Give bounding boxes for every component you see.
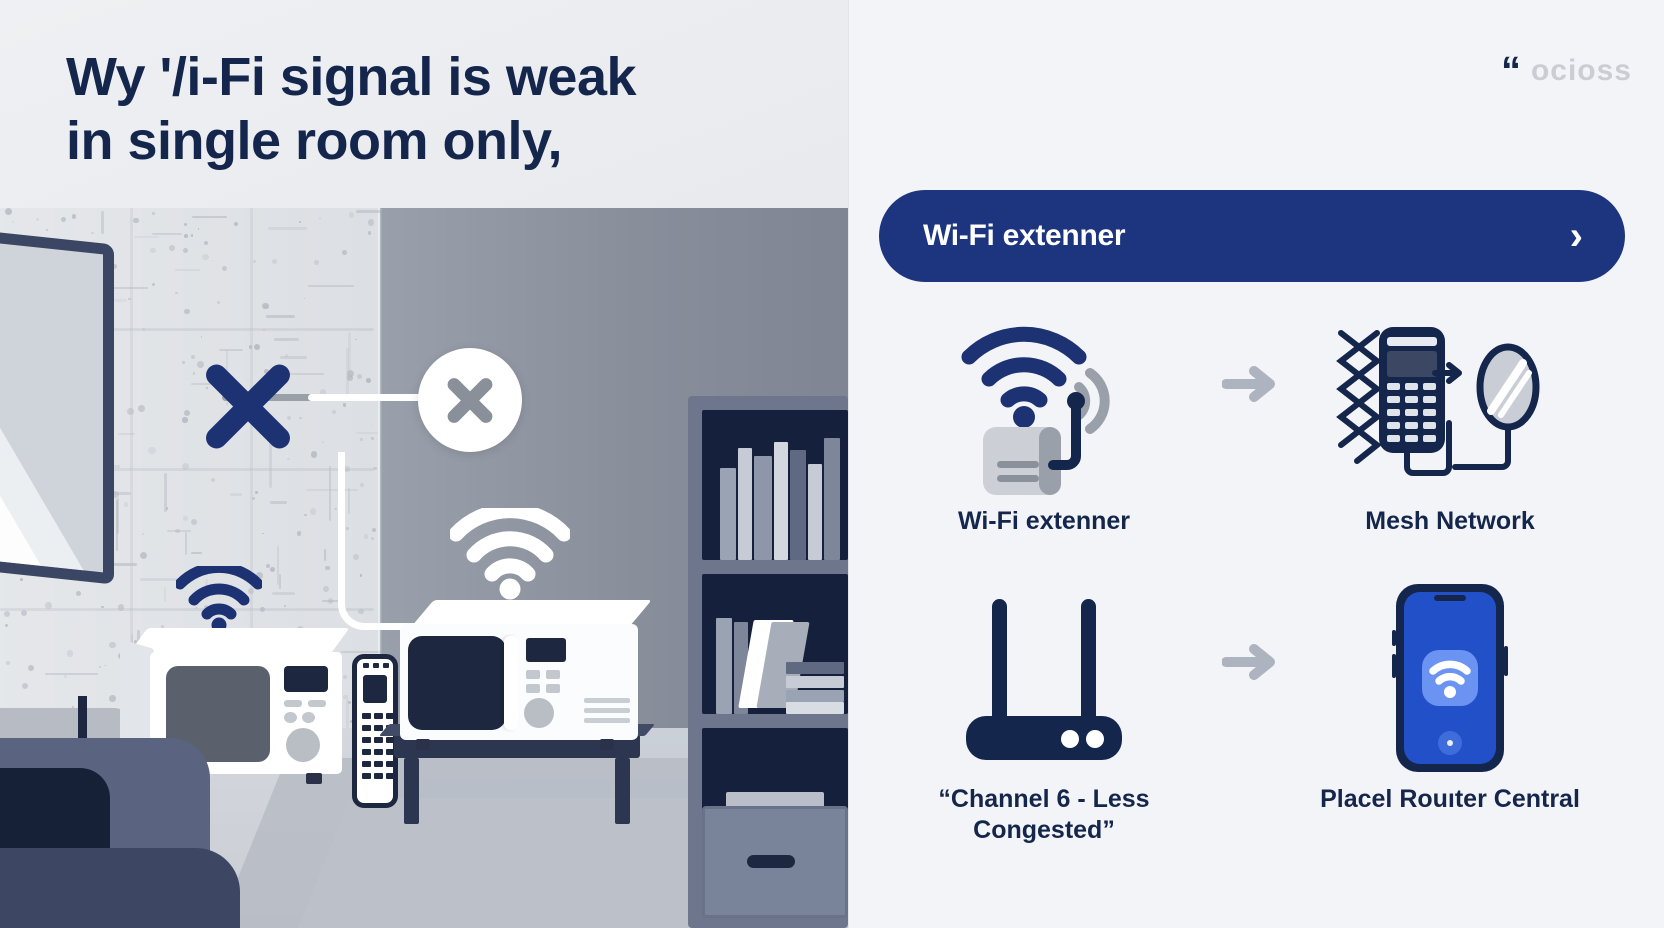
- right-content-panel: “ ocioss Wi-Fi extenner ›: [848, 0, 1664, 928]
- circle-x-badge: [418, 348, 522, 452]
- microwave-left-body: [150, 652, 342, 784]
- microwave-right-display: [526, 638, 566, 662]
- router-antenna-icon: [879, 578, 1209, 778]
- card-mesh-network-label: Mesh Network: [1365, 507, 1535, 535]
- card-wifi-extender-label: Wi-Fi extenner: [957, 507, 1131, 535]
- microwave-left-knob: [286, 728, 320, 762]
- microwave-left-top: [128, 628, 350, 654]
- smartphone-wifi-icon: [1285, 578, 1615, 778]
- brand-wordmark: ocioss: [1530, 54, 1632, 87]
- wifi-signal-white: [448, 503, 572, 605]
- microwave-left: [78, 628, 350, 792]
- hero-pill-button[interactable]: Wi-Fi extenner ›: [879, 190, 1625, 282]
- drawer-pull: [747, 855, 795, 868]
- microwave-right-door: [408, 636, 506, 730]
- stand-leg-right: [615, 758, 630, 824]
- card-router-channel-label: “Channel 6 - Less Congested”: [938, 785, 1150, 845]
- wall-tv: [0, 223, 114, 585]
- quote-icon: “: [1500, 49, 1521, 93]
- hero-pill-label: Wi-Fi extenner: [923, 219, 1126, 252]
- microwave-right: [400, 600, 652, 750]
- wifi-signal-navy: [174, 561, 264, 637]
- microwave-right-handle: [504, 636, 518, 730]
- card-wifi-extender[interactable]: Wi-Fi extenner: [879, 300, 1209, 537]
- flow-arrow-top: [1219, 362, 1283, 406]
- solution-grid: Wi-Fi extenner: [879, 300, 1625, 900]
- room-scene: [0, 208, 848, 928]
- storage-drawer: [702, 806, 848, 918]
- signal-line-white: [308, 394, 424, 401]
- flow-arrow-bottom: [1219, 640, 1283, 684]
- card-router-placement[interactable]: Placel Rouıter Central: [1285, 578, 1615, 815]
- brand-logo: “ ocioss: [1500, 49, 1632, 93]
- page-title: Wy '/i-Fi signal is weak in single room …: [66, 46, 766, 173]
- headline-line-1: Wy '/i-Fi signal is weak: [66, 47, 637, 107]
- sofa-seat: [0, 848, 240, 928]
- wall-x-mark: [196, 354, 300, 458]
- shelf-slot-1: [702, 410, 848, 560]
- stand-leg-left: [404, 758, 419, 824]
- left-illustration-panel: Wy '/i-Fi signal is weak in single room …: [0, 0, 848, 928]
- cordless-phone-display: [363, 675, 387, 703]
- card-router-placement-label: Placel Rouıter Central: [1320, 785, 1580, 813]
- microwave-left-display: [284, 666, 328, 692]
- wifi-extender-icon: [879, 300, 1209, 500]
- mesh-network-icon: [1285, 300, 1615, 500]
- microwave-right-knob: [524, 698, 554, 728]
- chevron-right-icon: ›: [1569, 214, 1583, 258]
- bookshelf: [688, 396, 848, 928]
- card-router-channel[interactable]: “Channel 6 - Less Congested”: [879, 578, 1209, 847]
- shelf-slot-2: [702, 574, 848, 714]
- headline-line-2: in single room only,: [66, 110, 563, 171]
- microwave-right-body: [400, 624, 638, 750]
- wall-corner-edge: [378, 208, 383, 928]
- card-mesh-network[interactable]: Mesh Network: [1285, 300, 1615, 537]
